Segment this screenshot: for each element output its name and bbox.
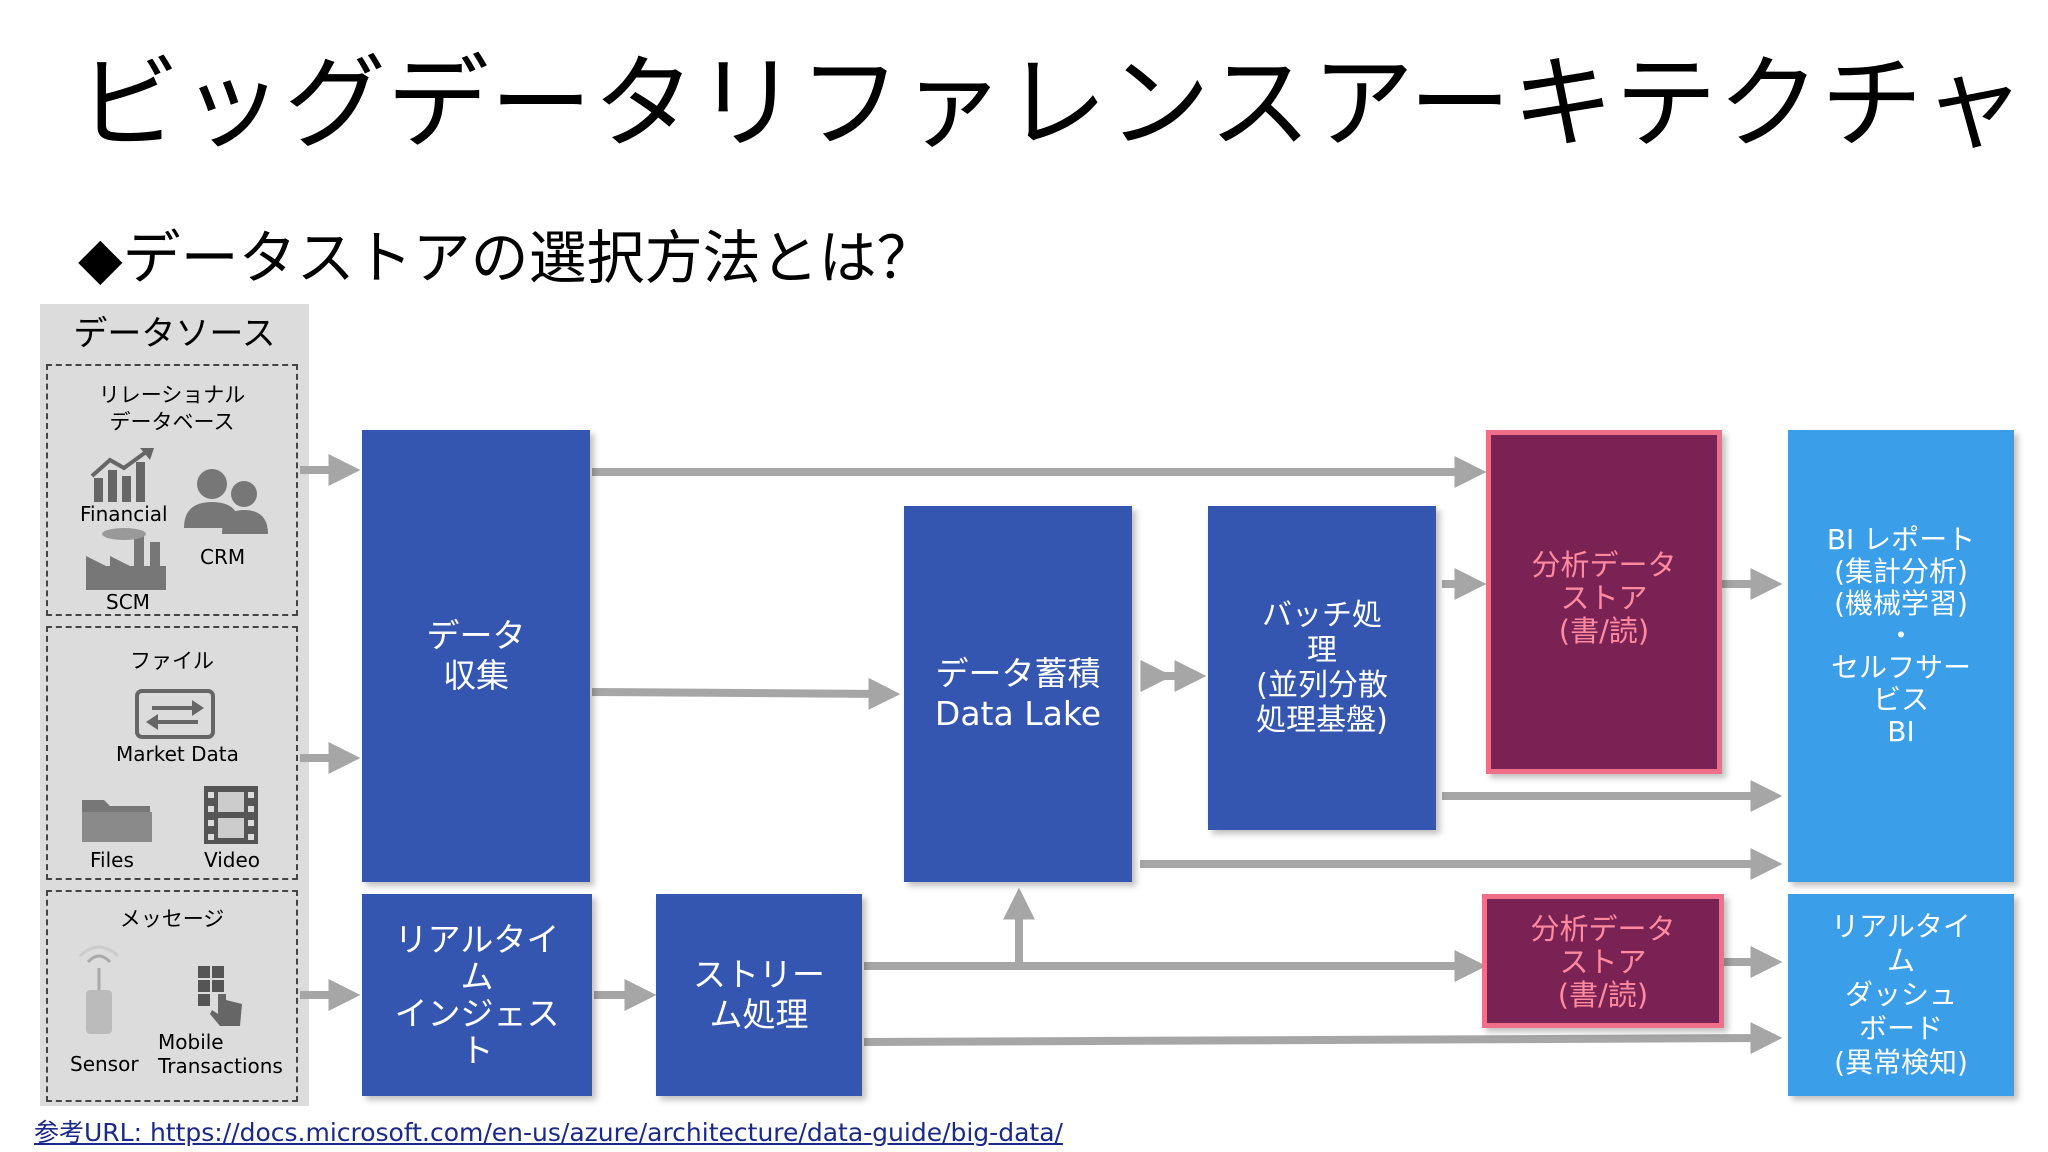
batch-processing-label: バッチ処 理 (並列分散 処理基盤) xyxy=(1256,598,1388,738)
batch-processing-box: バッチ処 理 (並列分散 処理基盤) xyxy=(1208,506,1436,830)
analytics-store-top-label: 分析データ ストア (書/読) xyxy=(1531,548,1677,648)
stream-processing-box: ストリー ム処理 xyxy=(656,894,862,1096)
source-mobile-transactions-label: Mobile Transactions xyxy=(158,1030,283,1078)
data-lake-box: データ蓄積 Data Lake xyxy=(904,506,1132,882)
realtime-ingest-label: リアルタイ ム インジェス ト xyxy=(394,920,560,1070)
analytics-store-top-box: 分析データ ストア (書/読) xyxy=(1486,430,1722,774)
page-subtitle: ◆データストアの選択方法とは？ xyxy=(78,224,935,292)
folder-icon xyxy=(82,800,152,842)
arrow-stream-to-dashboard xyxy=(863,1022,1783,1055)
stream-processing-label: ストリー ム処理 xyxy=(693,955,825,1034)
messages-group-label: メッセージ xyxy=(119,907,225,931)
data-sources-panel xyxy=(40,304,309,1106)
data-collection-box: データ 収集 xyxy=(362,430,590,882)
market-data-exchange-icon xyxy=(135,689,215,739)
data-sources-heading: データソース xyxy=(73,314,276,354)
mobile-transactions-icon xyxy=(198,966,242,1026)
source-scm-label: SCM xyxy=(106,590,150,614)
sensor-icon xyxy=(78,945,120,1034)
source-files-label: Files xyxy=(90,848,134,872)
page-title: ビッグデータリファレンスアーキテクチャ xyxy=(78,45,2026,164)
video-film-icon xyxy=(204,786,258,844)
reference-url-link[interactable]: 参考URL: https://docs.microsoft.com/en-us/… xyxy=(34,1118,1063,1147)
analytics-store-bottom-label: 分析データ ストア (書/読) xyxy=(1530,912,1676,1012)
bi-report-box: BI レポート (集計分析) (機械学習) ・ セルフサー ビス BI xyxy=(1788,430,2014,882)
messages-group xyxy=(46,890,298,1102)
arrow-collect-to-lake xyxy=(591,677,901,710)
source-sensor-label: Sensor xyxy=(70,1052,139,1076)
financial-chart-icon xyxy=(90,448,154,502)
source-crm-label: CRM xyxy=(200,545,246,569)
relational-db-label: リレーショナル データベース xyxy=(98,383,246,434)
analytics-store-bottom-box: 分析データ ストア (書/読) xyxy=(1482,894,1724,1028)
relational-db-group xyxy=(46,364,298,616)
bi-report-label: BI レポート (集計分析) (機械学習) ・ セルフサー ビス BI xyxy=(1826,523,1976,748)
realtime-ingest-box: リアルタイ ム インジェス ト xyxy=(362,894,592,1096)
crm-people-icon xyxy=(184,469,268,534)
source-market-data-label: Market Data xyxy=(116,742,239,766)
scm-factory-icon xyxy=(86,528,166,590)
realtime-dashboard-box: リアルタイ ム ダッシュ ボード (異常検知) xyxy=(1788,894,2014,1096)
source-video-label: Video xyxy=(204,848,261,872)
realtime-dashboard-label: リアルタイ ム ダッシュ ボード (異常検知) xyxy=(1831,910,1971,1079)
source-financial-label: Financial xyxy=(80,502,168,526)
data-collection-label: データ 収集 xyxy=(426,616,526,695)
data-lake-label: データ蓄積 Data Lake xyxy=(934,654,1102,733)
files-group xyxy=(46,626,298,880)
files-group-label: ファイル xyxy=(130,649,214,673)
